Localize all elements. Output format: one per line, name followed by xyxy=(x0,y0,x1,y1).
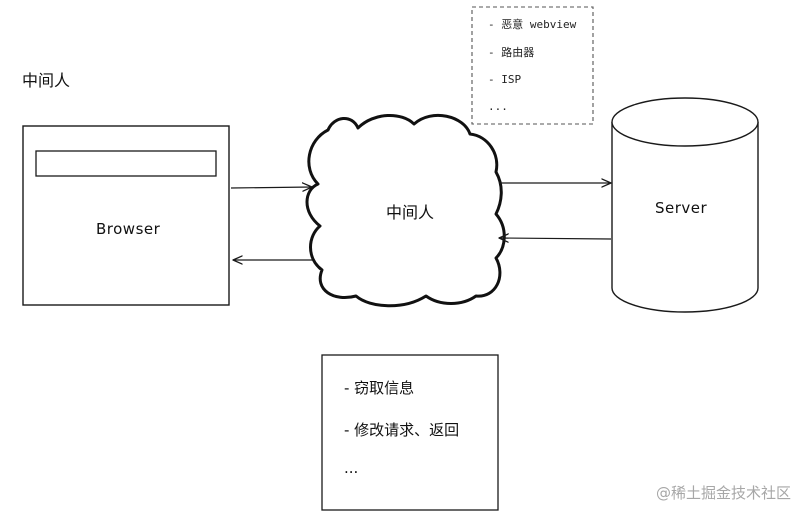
middleman-cloud xyxy=(305,113,506,308)
browser-address-bar xyxy=(35,150,217,177)
diagram-heading: 中间人 xyxy=(22,71,71,90)
middleman-type-item: - ISP xyxy=(488,73,522,86)
arrow-browser-to-middleman xyxy=(230,187,312,188)
browser-label: Browser xyxy=(96,220,161,238)
effect-item: - 修改请求、返回 xyxy=(344,421,460,439)
effects-box xyxy=(321,354,499,511)
watermark: @稀土掘金技术社区 xyxy=(655,484,791,502)
server-label: Server xyxy=(655,199,708,217)
middleman-label: 中间人 xyxy=(386,203,435,222)
middleman-type-item: - 路由器 xyxy=(488,46,535,59)
arrow-server-to-middleman xyxy=(499,238,612,239)
effect-item: - 窃取信息 xyxy=(344,379,415,397)
middleman-type-item: ... xyxy=(488,100,508,113)
middleman-type-item: - 恶意 webview xyxy=(488,18,577,31)
server-cylinder xyxy=(611,97,759,313)
browser-window xyxy=(22,125,230,306)
effect-item: ... xyxy=(344,459,359,477)
